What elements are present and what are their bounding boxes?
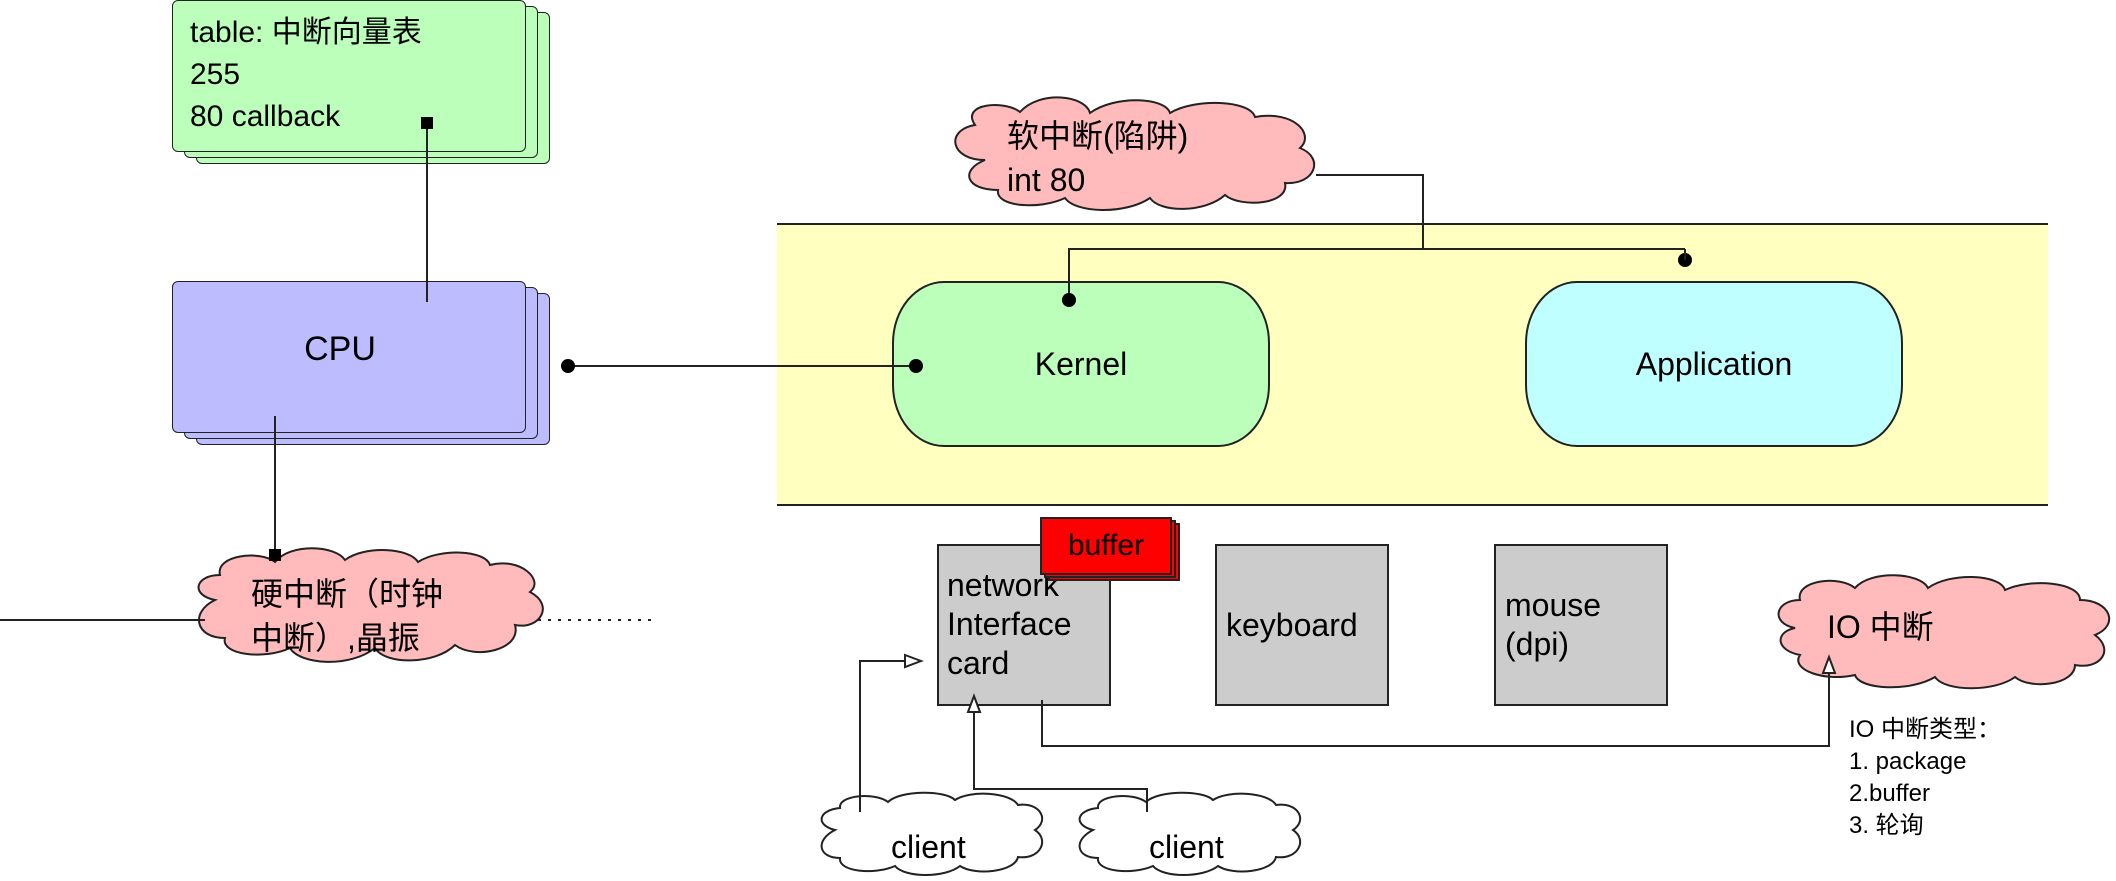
io-interrupt-cloud	[1777, 574, 2111, 690]
io-interrupt-label: IO 中断	[1827, 609, 1934, 645]
connector-square	[269, 549, 281, 561]
connector-dot	[561, 359, 575, 373]
interrupt-table-text: table: 中断向量表 255 80 callback	[190, 12, 422, 138]
label-line: 硬中断（时钟	[251, 576, 444, 612]
buffer-label: buffer	[1040, 517, 1172, 575]
label-line: (dpi)	[1505, 626, 1570, 662]
label-line: int 80	[1007, 162, 1086, 198]
label-line: 软中断(陷阱)	[1007, 118, 1189, 154]
arrowhead	[966, 693, 982, 713]
label-line: mouse	[1505, 587, 1602, 623]
stack-layer-front	[172, 281, 526, 433]
keyboard-label: keyboard	[1226, 607, 1358, 643]
mouse-label: mouse (dpi)	[1505, 586, 1601, 664]
hard-interrupt-label: 硬中断（时钟 中断）,晶振	[251, 572, 443, 660]
note-line: 2.buffer	[1849, 780, 1930, 807]
kernel-node[interactable]: Kernel	[892, 281, 1270, 447]
client2-card-line	[973, 712, 1148, 812]
note-line: IO 中断类型：	[1849, 716, 2002, 743]
soft-interrupt-cloud	[954, 96, 1316, 211]
soft-interrupt-label: 软中断(陷阱) int 80	[1007, 114, 1188, 202]
keyboard-device[interactable]: keyboard	[1215, 544, 1389, 706]
client1-card-line	[859, 660, 905, 812]
label-line: Interface	[947, 606, 1072, 642]
hard-interrupt-cloud	[197, 547, 544, 663]
label-line: card	[947, 645, 1010, 681]
label-line: 中断）,晶振	[251, 620, 420, 656]
table-line: 80 callback	[190, 100, 341, 133]
table-line: 255	[190, 58, 241, 91]
card-iointerrupt-line	[1041, 673, 1830, 747]
network-card-label: network Interface card	[947, 566, 1072, 683]
connector-dot	[1062, 293, 1076, 307]
client-cloud-2	[1078, 791, 1302, 876]
table-line: table: 中断向量表	[190, 16, 422, 49]
client-cloud-1	[820, 791, 1044, 876]
io-interrupt-types-note: IO 中断类型： 1. package 2.buffer 3. 轮询	[1849, 714, 2001, 842]
client-label-2: client	[1149, 829, 1224, 865]
note-line: 3. 轮询	[1849, 812, 1924, 839]
arrowhead	[1821, 654, 1837, 674]
application-node[interactable]: Application	[1525, 281, 1903, 447]
application-label: Application	[1635, 345, 1793, 382]
note-line: 1. package	[1849, 748, 1967, 775]
kernel-label: Kernel	[1034, 345, 1128, 382]
connector-square	[421, 117, 433, 129]
cpu-label: CPU	[304, 330, 376, 368]
arrowhead	[904, 653, 924, 669]
stack-layer-front	[172, 0, 526, 152]
client-label-1: client	[891, 829, 966, 865]
connector-dot	[909, 359, 923, 373]
mouse-device[interactable]: mouse (dpi)	[1494, 544, 1668, 706]
